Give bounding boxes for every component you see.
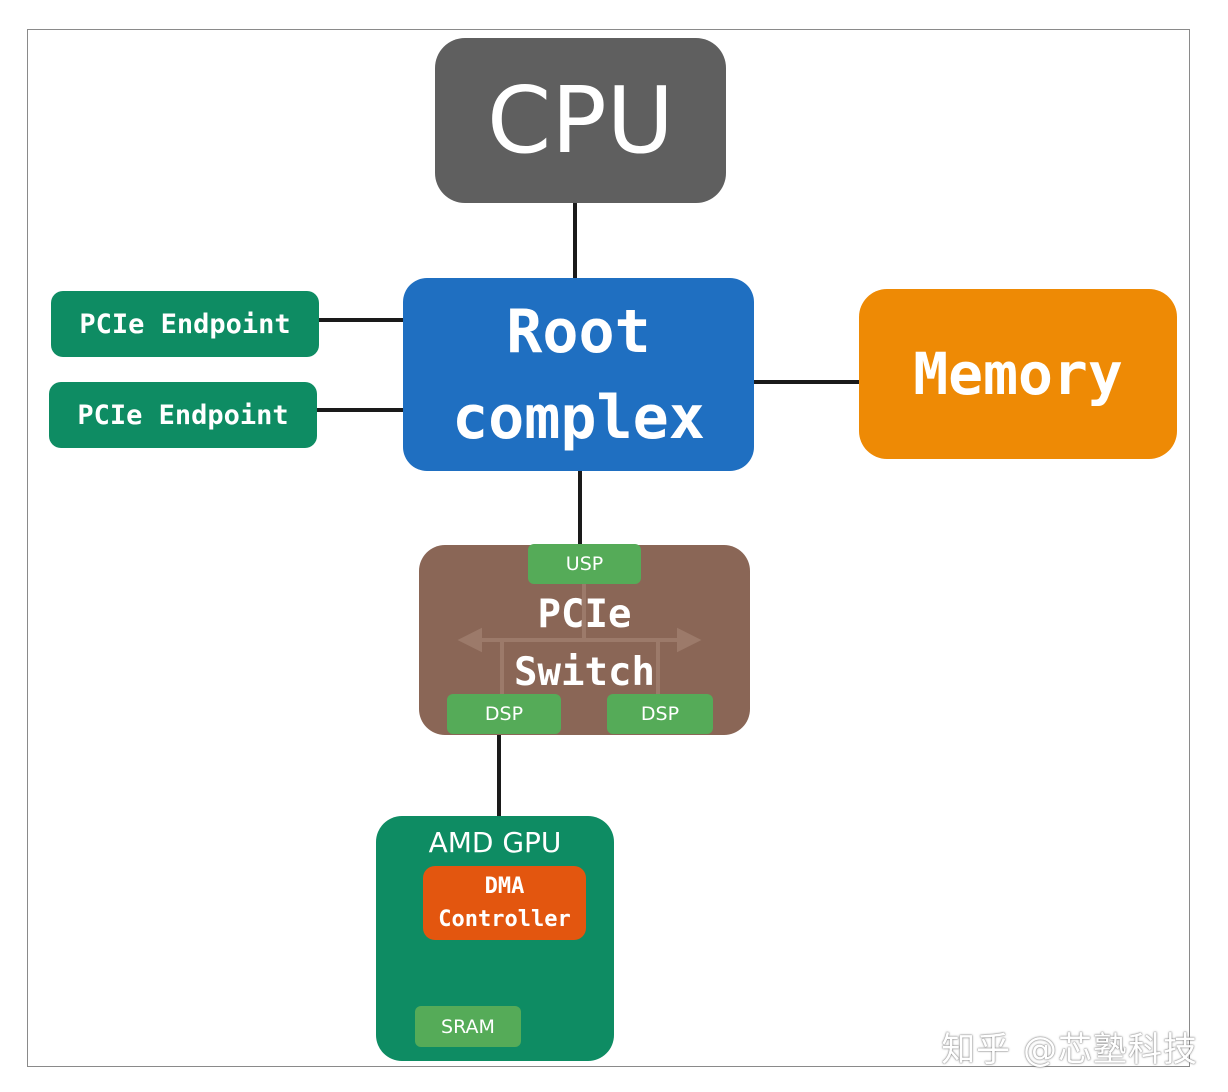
endpoint1-root-link — [318, 318, 405, 322]
diagram-frame — [27, 29, 1190, 1067]
usp-port: USP — [528, 544, 641, 584]
memory-label: Memory — [913, 340, 1123, 408]
switch-bus-arrow — [457, 584, 702, 694]
cpu-root-link — [573, 200, 577, 280]
sram-label: SRAM — [441, 1015, 495, 1038]
cpu-label: CPU — [486, 67, 675, 174]
dsp-port-2: DSP — [607, 694, 713, 734]
pcie-endpoint-1: PCIe Endpoint — [51, 291, 319, 357]
root-complex-label-line1: Root — [506, 296, 651, 367]
root-complex-block: Root complex — [403, 278, 754, 471]
dma-controller-block: DMA Controller — [423, 866, 586, 940]
dsp-port-2-label: DSP — [640, 703, 680, 725]
root-memory-link — [752, 380, 861, 384]
root-switch-link — [578, 469, 582, 546]
usp-port-label: USP — [565, 553, 604, 575]
watermark: 知乎 @芯塾科技 — [941, 1030, 1198, 1070]
amd-gpu-title: AMD GPU — [428, 826, 562, 859]
dma-controller-label-line2: Controller — [438, 907, 571, 932]
dsp-port-1-label: DSP — [484, 703, 524, 725]
switch-gpu-link — [497, 733, 501, 818]
pcie-endpoint-2: PCIe Endpoint — [49, 382, 317, 448]
dma-controller-label-line1: DMA — [484, 874, 525, 899]
dsp-port-1: DSP — [447, 694, 561, 734]
endpoint2-root-link — [316, 408, 405, 412]
sram-block: SRAM — [415, 1006, 521, 1047]
pcie-endpoint-2-label: PCIe Endpoint — [77, 399, 289, 431]
pcie-switch-label-line2: Switch — [514, 650, 655, 695]
pcie-endpoint-1-label: PCIe Endpoint — [79, 308, 291, 340]
cpu-block: CPU — [435, 38, 726, 203]
memory-block: Memory — [859, 289, 1177, 459]
root-complex-label-line2: complex — [452, 382, 705, 453]
